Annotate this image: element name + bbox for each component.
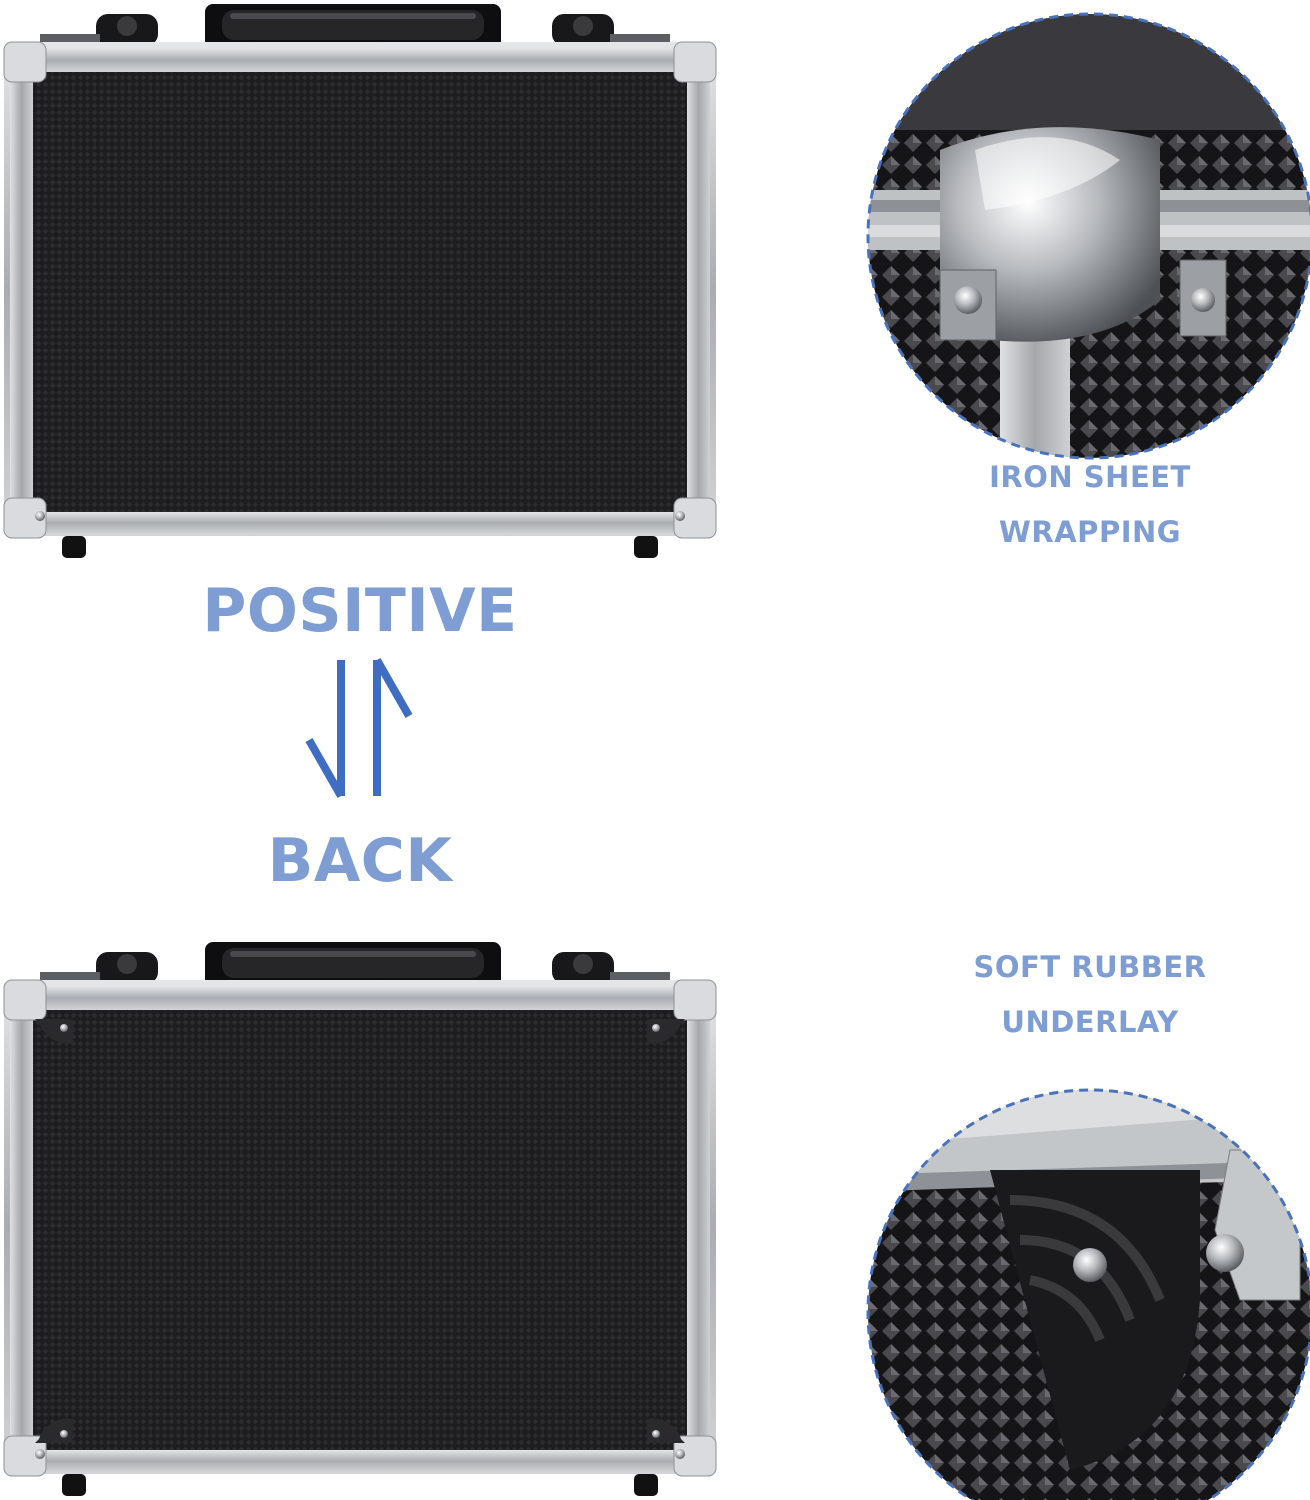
iron-sheet-corner-detail <box>866 12 1310 460</box>
suitcase-front-view <box>3 3 717 559</box>
positive-label: POSITIVE <box>202 576 518 646</box>
suitcase-back-view <box>3 941 717 1497</box>
up-down-swap-arrows-icon <box>305 658 413 798</box>
soft-rubber-label-line2: UNDERLAY <box>1001 1005 1179 1039</box>
iron-sheet-label-line1: IRON SHEET <box>989 460 1191 494</box>
soft-rubber-underlay-detail <box>866 1088 1310 1500</box>
iron-sheet-label-line2: WRAPPING <box>998 515 1182 549</box>
soft-rubber-label-line1: SOFT RUBBER <box>973 950 1207 984</box>
back-label: BACK <box>267 826 453 896</box>
